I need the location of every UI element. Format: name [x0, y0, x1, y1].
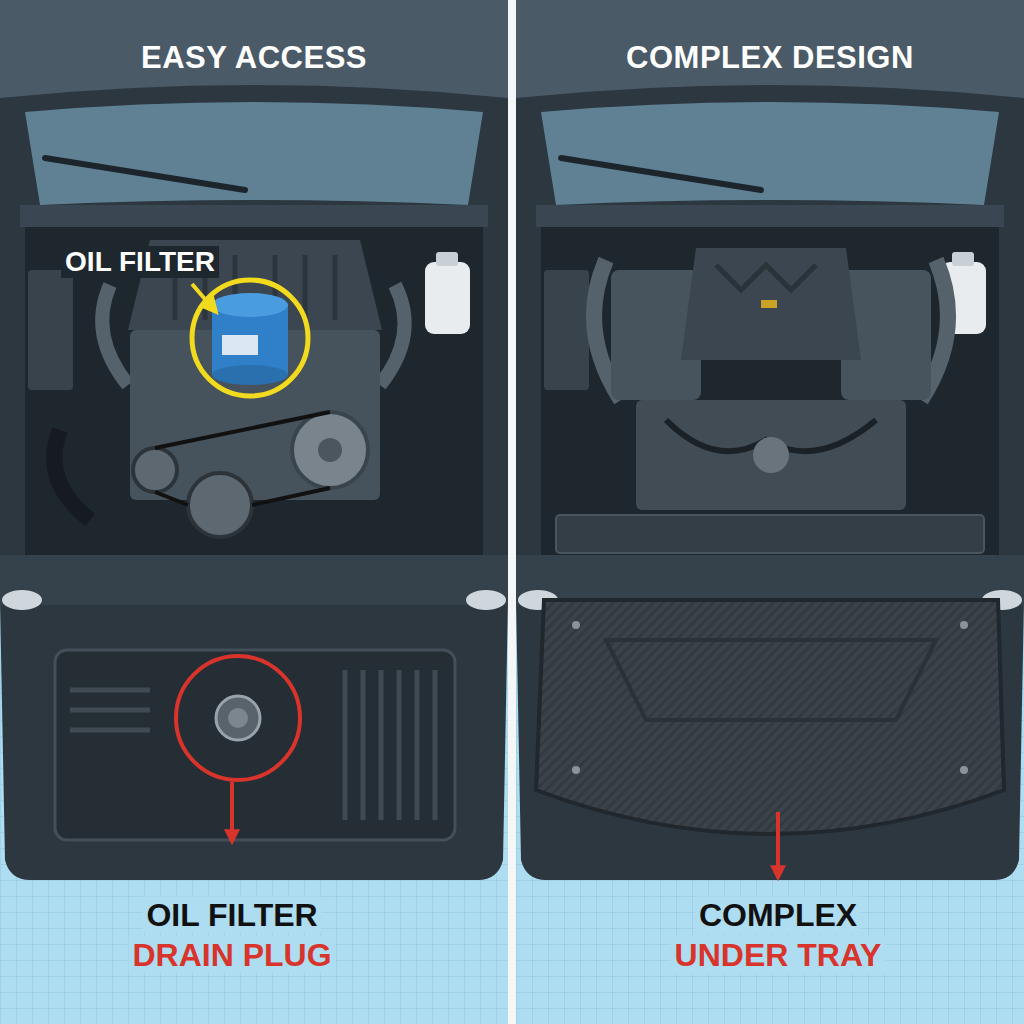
panel: COMPLEX DESIGN	[516, 0, 1024, 1024]
panel-heading: COMPLEX DESIGN	[516, 40, 1024, 76]
panel: EASY ACCESS	[0, 0, 508, 1024]
part-label: COMPLEX	[695, 897, 861, 934]
callout-label: OIL FILTER	[61, 246, 219, 278]
part-label: DRAIN PLUG	[128, 937, 335, 974]
part-label: UNDER TRAY	[671, 937, 886, 974]
part-label: OIL FILTER	[142, 897, 321, 934]
panel-heading: EASY ACCESS	[0, 40, 508, 76]
